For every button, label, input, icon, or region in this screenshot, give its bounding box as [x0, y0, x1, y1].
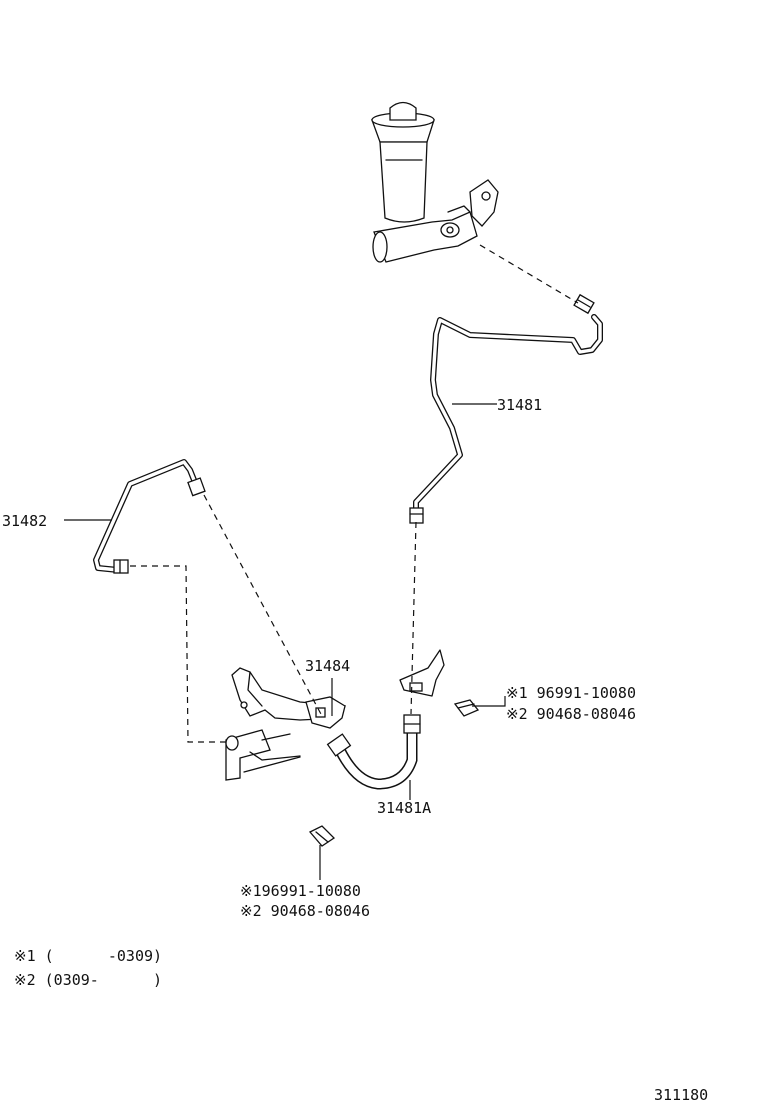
clutch-pipe-31482	[93, 459, 206, 574]
label-31481: 31481	[497, 396, 542, 414]
clutch-pipe-31481	[409, 293, 603, 524]
label-31484: 31484	[305, 657, 350, 675]
label-clip-right-1: ※1 96991-10080	[506, 684, 636, 702]
label-clip-bottom-2: ※2 90468-08046	[240, 902, 370, 920]
leader-lines	[64, 403, 506, 880]
label-clip-bottom-1: ※196991-10080	[240, 882, 361, 900]
label-31481a: 31481A	[377, 799, 431, 817]
hose-body-bracket	[399, 649, 445, 697]
hose-clip-bottom	[308, 825, 336, 847]
release-cylinder-fitting	[225, 729, 301, 781]
clutch-flexible-hose-31481a	[326, 714, 421, 790]
connection-lines	[130, 244, 579, 743]
label-31482: 31482	[2, 512, 47, 530]
clutch-bracket-31484	[231, 667, 346, 729]
clutch-master-cylinder	[371, 101, 499, 263]
label-clip-right-2: ※2 90468-08046	[506, 705, 636, 723]
note-1: ※1 ( -0309)	[14, 947, 162, 965]
figure-number: 311180	[654, 1086, 708, 1104]
note-2: ※2 (0309- )	[14, 971, 162, 989]
hose-clip-right	[453, 699, 480, 717]
